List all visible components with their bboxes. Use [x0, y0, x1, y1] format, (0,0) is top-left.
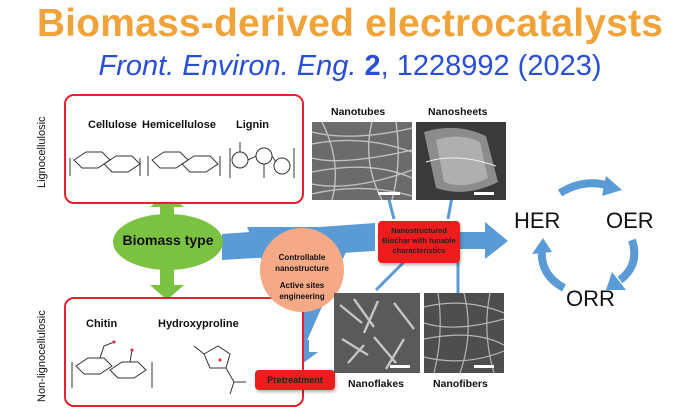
nanofibers-label: Nanofibers	[433, 378, 488, 390]
cellulose-label: Cellulose	[88, 119, 137, 131]
blue-arrow-to-her	[460, 222, 508, 259]
lignocellulosic-structures	[69, 142, 295, 178]
nanostructure-label: nanostructure	[275, 264, 329, 273]
volume-number: 2	[364, 50, 381, 82]
biochar-line2: Biochar with tunable	[382, 236, 456, 245]
nanotubes-label: Nanotubes	[331, 106, 386, 118]
nanosheets-label: Nanosheets	[428, 106, 488, 118]
biomass-type-label: Biomass type	[122, 232, 214, 248]
nanofibers-image	[424, 293, 504, 373]
lignocellulosic-label: Lignocellulosic	[36, 116, 48, 188]
page-title: Biomass-derived electrocatalysts	[36, 2, 664, 45]
hydroxyproline-label: Hydroxyproline	[158, 318, 239, 330]
nanoflakes-label: Nanoflakes	[348, 378, 405, 390]
biochar-box: Nanostructured Biochar with tunable char…	[378, 221, 460, 263]
her-label: HER	[514, 208, 561, 233]
hemicellulose-label: Hemicellulose	[142, 119, 216, 131]
engineering-label: engineering	[279, 292, 325, 301]
chitin-label: Chitin	[86, 318, 118, 330]
nanoflakes-image	[334, 293, 420, 373]
biomass-type-node	[113, 214, 223, 270]
nanotubes-image	[312, 122, 412, 200]
lignin-label: Lignin	[236, 119, 269, 131]
pretreatment-box: Pretreatment	[255, 370, 335, 390]
citation: Front. Environ. Eng. 2, 1228992 (2023)	[0, 50, 700, 83]
biochar-line1: Nanostructured	[391, 226, 447, 235]
citation-rest: , 1228992 (2023)	[380, 50, 602, 82]
controllable-label: Controllable	[278, 253, 326, 262]
non-lignocellulosic-label: Non-lignocellulosic	[36, 310, 48, 402]
cycle-arrow-right	[617, 238, 639, 284]
nanosheets-image	[416, 122, 506, 200]
active-sites-label: Active sites	[279, 281, 325, 290]
cycle-arrow-left	[537, 249, 567, 292]
cycle-arrow-top	[557, 179, 612, 197]
triangle-labels	[260, 228, 344, 312]
lignocellulosic-box	[64, 94, 304, 204]
non-lignocellulosic-structures	[71, 340, 246, 395]
green-arrow-down	[150, 268, 184, 300]
orr-label: ORR	[566, 286, 615, 311]
biochar-line3: characteristics	[392, 246, 446, 255]
journal-name: Front. Environ. Eng.	[98, 50, 357, 82]
oer-label: OER	[606, 208, 654, 233]
triangle-text: Controllable nanostructure Active sites …	[257, 252, 347, 302]
